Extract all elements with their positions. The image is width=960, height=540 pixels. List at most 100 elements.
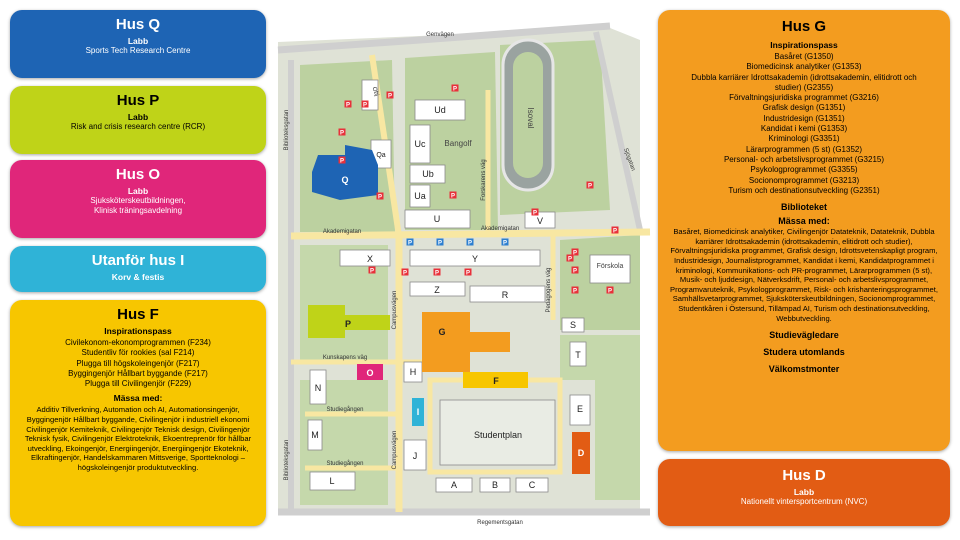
card-line: Turism och destinationsutveckling (G2351…	[728, 185, 880, 195]
label-building-j: J	[413, 451, 418, 461]
card-fair-text: Basåret, Biomedicinsk analytiker, Civili…	[670, 227, 938, 323]
parking-icon	[376, 192, 384, 200]
card-utanfor-hus-i: Utanför hus I Korv & festis	[10, 246, 266, 292]
card-line: Förvaltningsjuridiska programmet (G3216)	[729, 93, 879, 103]
card-line: Nationellt vintersportcentrum (NVC)	[740, 497, 868, 506]
building-v	[524, 211, 556, 229]
card-line: Plugga till högskoleingenjör (F217)	[76, 358, 200, 368]
parking-icon	[606, 286, 614, 294]
parking-icon	[586, 181, 594, 189]
road-studiegangen	[305, 411, 400, 471]
parking-label: P	[340, 130, 344, 136]
card-title: Hus O	[115, 166, 161, 183]
parking-icon	[449, 191, 457, 199]
parking-label: P	[438, 240, 442, 246]
building-uc	[409, 124, 431, 164]
label-biblioteksgatan-2: Biblioteksgatan	[284, 440, 290, 481]
label-building-ua: Ua	[414, 191, 426, 201]
label-building-g: G	[438, 327, 445, 337]
building-r	[469, 285, 546, 303]
card-subtitle: Labb	[127, 186, 149, 196]
label-building-s: S	[570, 320, 576, 330]
parking-icon	[571, 248, 579, 256]
label-building-ud: Ud	[434, 105, 446, 115]
building-j	[403, 439, 427, 471]
card-extra-heading: Studievägledare	[769, 330, 839, 341]
parking-icon	[464, 268, 472, 276]
card-line: Civilekonom-ekonomprogrammen (F234)	[65, 338, 211, 347]
card-hus-o: Hus O Labb Sjuksköterskeutbildningen, Kl…	[10, 160, 266, 238]
card-title: Hus F	[117, 306, 159, 323]
parking-icon	[566, 254, 574, 262]
label-bangolf: Bangolf	[444, 139, 472, 148]
parking-icon	[338, 128, 346, 136]
parking-icon	[611, 226, 619, 234]
card-line: Personal- och arbetslivsprogrammet (G321…	[723, 154, 885, 164]
parking-icon	[361, 100, 369, 108]
label-building-u: U	[434, 214, 441, 224]
parking-icon	[466, 238, 474, 246]
card-line: Socionomprogrammet (G3213)	[748, 175, 860, 185]
label-kunskapens-vag: Kunskapens väg	[323, 355, 367, 361]
building-p-highlight	[308, 305, 390, 338]
label-building-v: V	[537, 216, 543, 226]
label-building-h: H	[410, 367, 417, 377]
card-line: Grafisk design (G1351)	[762, 103, 846, 113]
road-sjogatan	[593, 31, 643, 231]
card-line: Studentliv för rookies (sal F214)	[81, 348, 195, 358]
label-building-r: R	[502, 290, 509, 300]
parking-icon	[386, 91, 394, 99]
parking-label: P	[503, 240, 507, 246]
label-campusvagen-2: Campusvägen	[392, 431, 398, 470]
parking-label: P	[378, 194, 382, 200]
parking-label: P	[435, 270, 439, 276]
card-extra-heading: Studera utomlands	[763, 347, 845, 358]
parking-label: P	[388, 93, 392, 99]
building-ud	[414, 99, 466, 121]
parking-icon	[433, 268, 441, 276]
card-line: Dubbla karriärer Idrottsakademin (idrott…	[691, 72, 917, 92]
card-subtitle: Korv & festis	[111, 272, 165, 282]
building-c	[515, 477, 549, 493]
label-building-p: P	[345, 319, 351, 329]
label-building-d: D	[578, 448, 585, 458]
card-line: Industridesign (G1351)	[763, 113, 845, 123]
parking-label: P	[573, 288, 577, 294]
building-forskola	[589, 254, 631, 284]
parking-label: P	[613, 228, 617, 234]
campus-map: Q Qa Ud Uc Ub Ua U V X Y Z R P G S T O H…	[277, 22, 651, 526]
card-title: Hus G	[781, 18, 827, 35]
label-building-ub: Ub	[422, 169, 434, 179]
building-ua	[409, 184, 431, 208]
parking-label: P	[573, 268, 577, 274]
label-building-x: X	[367, 254, 373, 264]
parking-icon	[338, 156, 346, 164]
building-l	[309, 471, 356, 491]
card-fair-heading: Mässa med:	[113, 393, 163, 404]
parking-label: P	[363, 102, 367, 108]
card-line: Kandidat i kemi (G1353)	[760, 124, 848, 134]
card-line: Plugga till Civilingenjör (F229)	[84, 379, 192, 389]
label-forskola: Förskola	[597, 263, 624, 270]
card-line: Biomedicinsk analytiker (G1353)	[746, 62, 862, 72]
parking-icon	[571, 266, 579, 274]
label-studiegangen: Studiegången	[326, 406, 363, 413]
building-y	[409, 249, 541, 267]
parking-label: P	[608, 288, 612, 294]
label-building-e: E	[577, 404, 583, 414]
card-subtitle: Labb	[127, 36, 149, 46]
track-field	[513, 52, 543, 178]
label-genvagen: Genvägen	[426, 32, 454, 38]
card-hus-g: Hus G Inspirationspass Basåret (G1350) B…	[658, 10, 950, 451]
card-line: Psykologprogrammet (G3355)	[750, 165, 858, 175]
road-akademigatan	[290, 228, 651, 240]
card-title: Hus P	[116, 92, 160, 109]
building-m	[307, 419, 323, 451]
card-line: Byggingenjör Hållbart byggande (F217)	[68, 368, 208, 378]
card-library-heading: Biblioteket	[780, 202, 827, 213]
card-hus-f: Hus F Inspirationspass Civilekonom-ekono…	[10, 300, 266, 526]
card-title: Hus D	[782, 467, 826, 484]
building-g-highlight	[422, 312, 510, 372]
parking-label: P	[408, 240, 412, 246]
label-building-n: N	[315, 383, 322, 393]
